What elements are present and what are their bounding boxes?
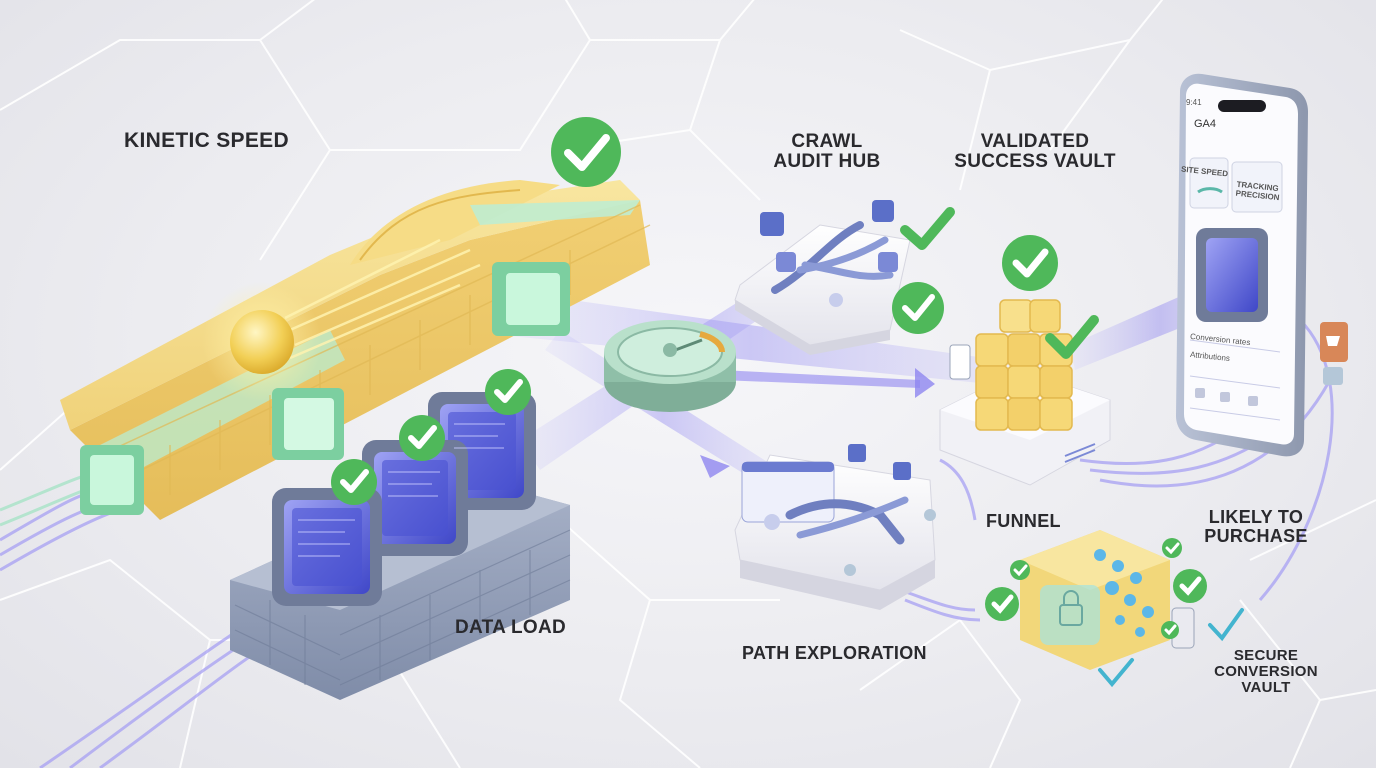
path-exploration-platform	[734, 444, 936, 610]
label-crawl-audit-hub: CRAWL AUDIT HUB	[762, 132, 892, 172]
check-icon	[985, 587, 1019, 621]
check-icon	[399, 415, 445, 461]
label-line: CONVERSION	[1214, 662, 1318, 680]
crawl-audit-hub-platform	[734, 200, 911, 355]
phone-app-name: GA4	[1194, 118, 1217, 130]
label-line: VALIDATED	[980, 131, 1090, 152]
check-badges	[331, 117, 1207, 639]
check-icon	[1162, 538, 1182, 558]
label-line: AUDIT HUB	[773, 150, 881, 172]
check-icon	[1010, 560, 1030, 580]
check-icon	[1161, 621, 1179, 639]
check-icon	[1173, 569, 1207, 603]
success-vault	[939, 299, 1111, 486]
check-icon	[892, 282, 944, 334]
label-line: VAULT	[1241, 678, 1291, 696]
label-kinetic-speed: KINETIC SPEED	[124, 129, 289, 152]
conversion-vault	[1020, 530, 1244, 688]
data-load-stack	[230, 392, 571, 700]
check-icon	[1045, 315, 1099, 359]
check-icon	[551, 117, 621, 187]
label-line: SUCCESS VAULT	[954, 150, 1116, 172]
label-likely-to-purchase: LIKELY TO PURCHASE	[1196, 508, 1316, 546]
speedometer-hub	[604, 320, 736, 412]
smartphone	[1176, 73, 1348, 457]
check-icon	[900, 207, 955, 250]
check-icon	[1002, 235, 1058, 291]
label-validated-success-vault: VALIDATED SUCCESS VAULT	[940, 132, 1130, 172]
label-line: LIKELY TO	[1208, 507, 1304, 527]
label-secure-conversion-vault: SECURE CONVERSION VAULT	[1206, 648, 1326, 695]
check-icon	[331, 459, 377, 505]
check-icon	[485, 369, 531, 415]
kinetic-speed-track	[60, 180, 651, 520]
label-line: PURCHASE	[1204, 525, 1308, 546]
label-data-load: DATA LOAD	[455, 617, 567, 638]
phone-status-time: 9:41	[1186, 98, 1202, 107]
label-funnel: FUNNEL	[986, 511, 1061, 531]
label-line: CRAWL	[791, 131, 863, 152]
label-line: SECURE	[1233, 647, 1299, 664]
label-path-exploration: PATH EXPLORATION	[742, 643, 927, 663]
